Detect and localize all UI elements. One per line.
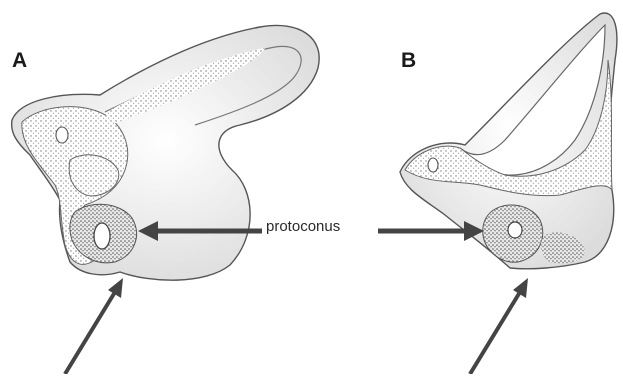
tooth-a-upper-pit [56,127,68,143]
protoconus-label: protoconus [264,219,342,234]
arrow-to-tooth-b-base-line [470,292,520,374]
panel-label-a: A [12,50,27,71]
panel-label-b: B [401,50,416,71]
tooth-a-protoconus-pit [94,223,110,249]
tooth-b-protoconus-pit [508,222,522,238]
arrow-to-tooth-a-base-line [65,292,115,374]
tooth-a-drawing [12,25,320,280]
tooth-b-upper-pit [428,158,438,172]
